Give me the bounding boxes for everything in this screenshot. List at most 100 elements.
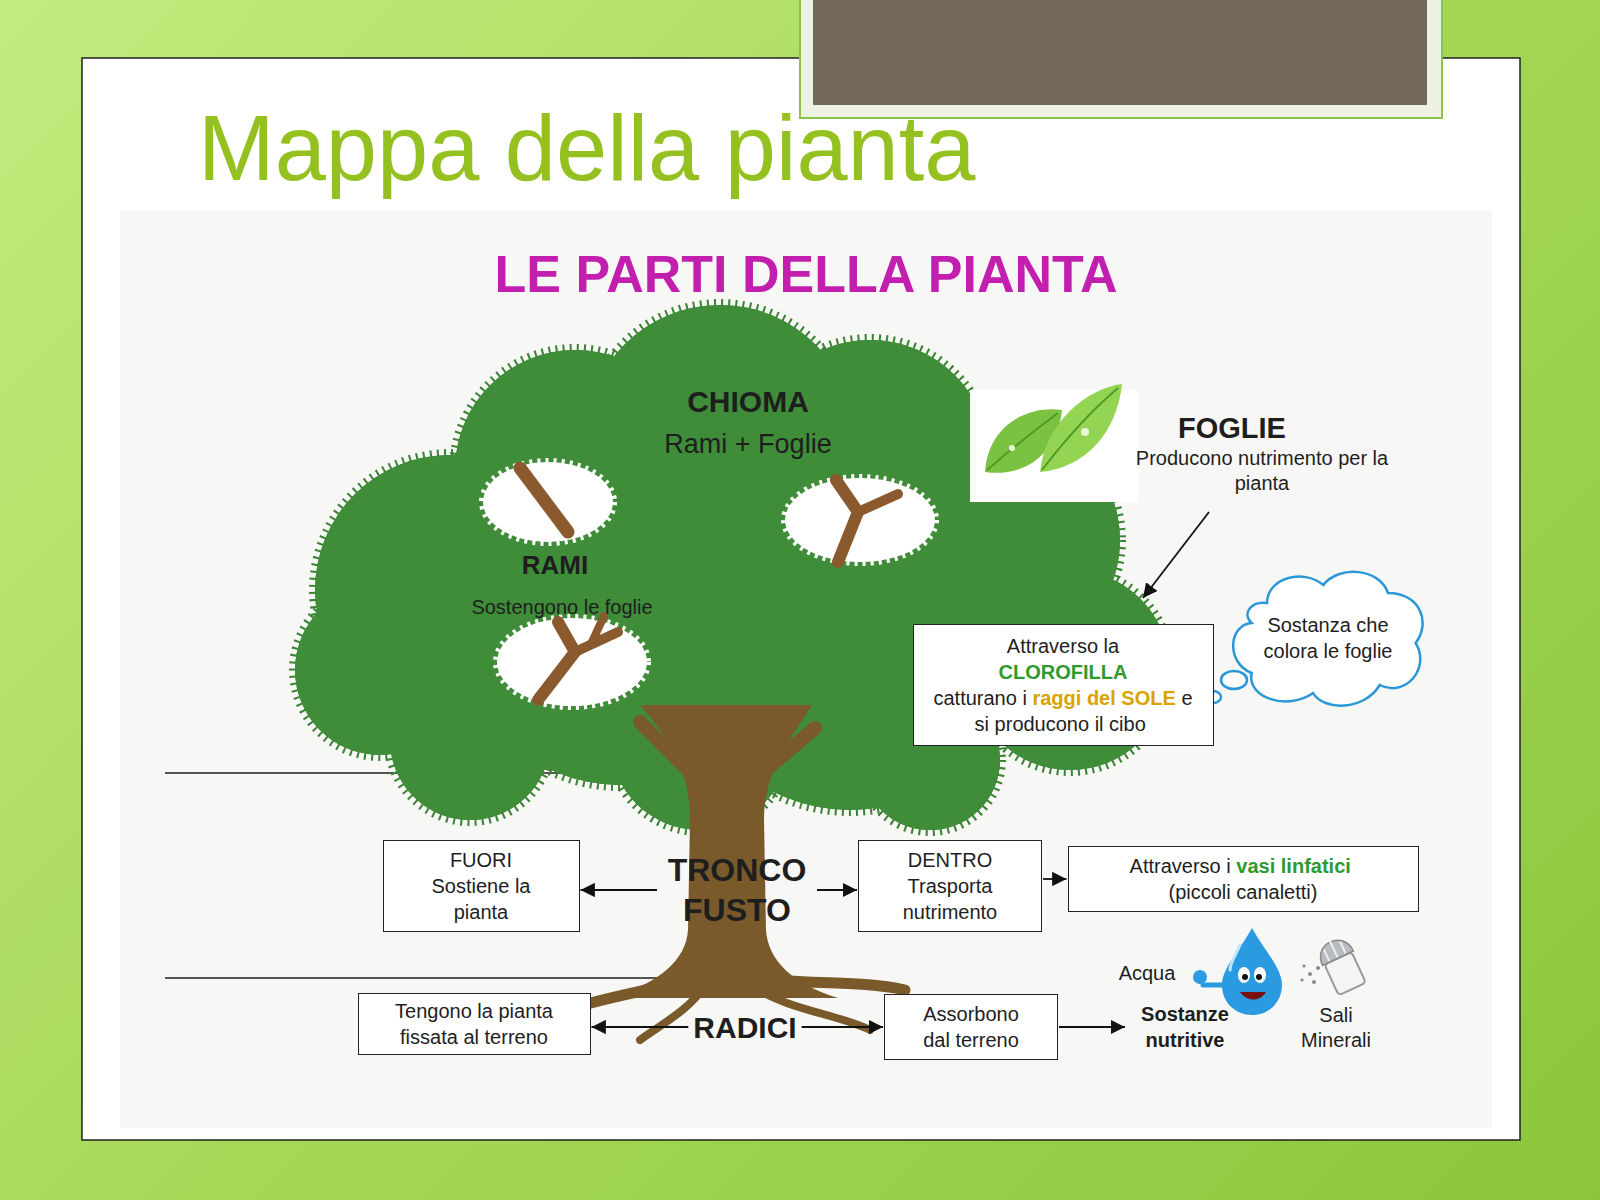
node-heading: raggi del SOLE [1032, 687, 1175, 709]
water-drop-icon [1238, 967, 1250, 983]
part-name: RADICI [689, 1006, 800, 1049]
connector-arrow [592, 1026, 689, 1028]
info-box: FUORISostiene la pianta [383, 840, 580, 932]
node-text: catturano i [933, 687, 1026, 709]
node-text: Tengono la pianta fissata al terreno [395, 998, 554, 1050]
leaf-icon [987, 413, 1058, 470]
node-text: Attraverso la [928, 633, 1199, 659]
branch-holes [483, 462, 613, 542]
info-box: Attraverso ivasi linfatici(piccoli canal… [1068, 846, 1419, 912]
node-heading: CLOROFILLA [928, 659, 1199, 685]
part-note: Sostengono le foglie [471, 595, 652, 620]
leader-arrow [1143, 512, 1209, 598]
node-text: DENTROTrasporta nutrimento [867, 847, 1033, 925]
water-drop-icon [1203, 983, 1225, 988]
connector-arrow [1043, 878, 1067, 880]
salt-shaker-icon [1302, 964, 1305, 967]
node-heading: RADICI [693, 1008, 796, 1047]
node-text: FUORISostiene la pianta [410, 847, 553, 925]
icon-label: Sali Minerali [1291, 1003, 1381, 1053]
salt-shaker-icon [1315, 935, 1353, 966]
diagram-heading: LE PARTI DELLA PIANTA [494, 242, 1117, 307]
water-drop-icon [1242, 974, 1248, 980]
node-text: Sostanze nutritive [1130, 1001, 1240, 1053]
thought-cloud: Sostanza che colora le foglie [1226, 563, 1431, 713]
water-drop-icon [1240, 992, 1266, 1000]
branch-holes [520, 468, 568, 532]
salt-shaker-icon [1316, 966, 1320, 970]
info-box: Tengono la pianta fissata al terreno [358, 993, 591, 1055]
node-text: Attraverso i [1130, 855, 1231, 877]
part-note: Rami + Foglie [664, 428, 831, 462]
part-name: TRONCO FUSTO [658, 848, 816, 932]
branch-holes [497, 618, 647, 706]
node-heading: vasi linfatici [1236, 855, 1351, 877]
leaf-icon [1040, 384, 1122, 472]
info-box: Assorbono dal terreno [884, 994, 1058, 1060]
branch-holes [520, 468, 898, 700]
part-name: FOGLIE [1178, 410, 1286, 446]
leaf-icon [1081, 428, 1089, 436]
branch-holes [538, 622, 575, 700]
info-box: DENTROTrasporta nutrimento [858, 840, 1042, 932]
branch-holes [592, 616, 604, 642]
tree-trunk [640, 722, 688, 770]
tree-trunk [640, 722, 815, 770]
slide-frame [120, 210, 1492, 1128]
thought-bubbles [1221, 671, 1247, 689]
slide-frame [82, 58, 1520, 1140]
tree-trunk [766, 728, 815, 770]
slide-frame [82, 0, 1520, 1140]
node-text: Assorbono dal terreno [909, 1001, 1033, 1053]
part-name: CHIOMA [687, 383, 809, 421]
connector-arrow [1059, 1026, 1125, 1028]
part-name: RAMI [522, 549, 588, 582]
water-drop-icon [1254, 967, 1266, 983]
node-text: Sostanza che colora le foglie [1262, 612, 1395, 664]
icon-label: Acqua [1119, 961, 1176, 986]
node-text: Attraverso laCLOROFILLAcatturano i raggi … [928, 633, 1199, 737]
water-drop-icon [1230, 945, 1240, 970]
part-note: Producono nutrimento per la pianta [1117, 446, 1407, 496]
cloud-outline [1226, 563, 1431, 713]
salt-shaker-icon [1312, 980, 1316, 984]
node-heading: Sostanze nutritive [1130, 1001, 1240, 1053]
water-drop-icon [1193, 928, 1282, 1015]
salt-shaker-icon [1300, 934, 1367, 996]
connector-arrow [817, 889, 857, 891]
node-heading: TRONCO FUSTO [662, 850, 812, 930]
connector-arrow [581, 889, 658, 891]
node-text: Tengono la pianta fissata al terreno [395, 998, 554, 1050]
branch-holes [836, 480, 858, 562]
tree-trunk [612, 705, 838, 998]
node-text: Assorbono dal terreno [909, 1001, 1033, 1053]
salt-shaker-icon [1315, 934, 1368, 996]
branch-holes [785, 478, 935, 562]
salt-shaker-icon [1300, 964, 1320, 984]
leader-arrow [1143, 512, 1209, 598]
salt-shaker-icon [1300, 978, 1303, 981]
tree-trunk [612, 705, 838, 998]
branch-holes [483, 462, 935, 706]
water-drop-icon [1222, 928, 1282, 1015]
slide-title: Mappa della pianta [198, 98, 975, 199]
node-text: Sostanza che colora le foglie [1262, 612, 1395, 664]
cloud-outline [1233, 572, 1422, 706]
result-label: Sostanze nutritive [1126, 999, 1244, 1055]
connector-arrow [802, 1026, 883, 1028]
node-text: Sostiene la pianta [410, 873, 553, 925]
slide-frame [813, 0, 1427, 105]
node-text: Attraverso ivasi linfatici(piccoli canal… [1079, 853, 1408, 905]
water-drop-icon [1193, 970, 1207, 984]
branch-holes [858, 494, 898, 512]
node-text: DENTRO [867, 847, 1033, 873]
salt-shaker-icon [1308, 972, 1312, 976]
leaf-icon [1009, 445, 1015, 451]
leaf-icon [970, 384, 1138, 502]
water-drop-icon [1256, 974, 1262, 980]
node-text: TRONCO FUSTO [662, 850, 812, 930]
info-box: Attraverso laCLOROFILLAcatturano i raggi … [913, 624, 1214, 746]
leaf-icon [1042, 388, 1118, 470]
node-text: RADICI [693, 1008, 796, 1047]
